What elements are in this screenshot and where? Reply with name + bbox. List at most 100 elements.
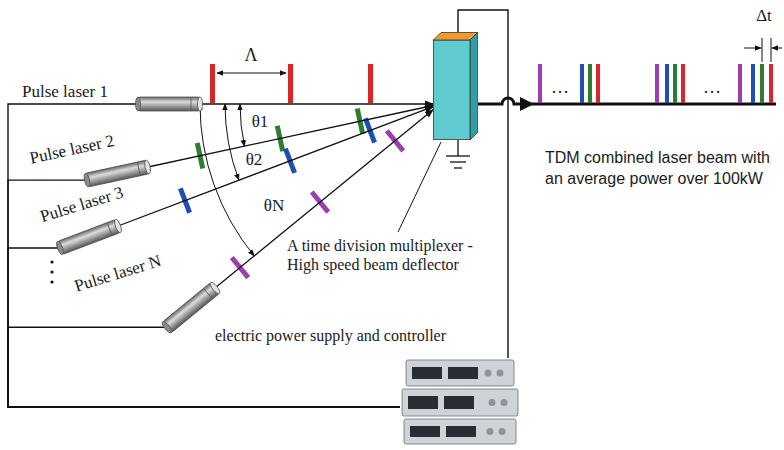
laser-aperture [198, 97, 203, 111]
laser-cylinder [157, 278, 225, 337]
delay-arrow [744, 48, 761, 49]
leader-line [398, 142, 441, 232]
laser-tube [163, 283, 220, 333]
laser-ring [138, 162, 141, 176]
laser-ring [191, 97, 192, 111]
pulse [760, 64, 764, 103]
supply-knob [497, 370, 504, 377]
callout-text: A time division multiplexer -High speed … [287, 236, 502, 274]
pulse [769, 64, 773, 103]
supply-knob [487, 428, 494, 435]
period-arrow [217, 72, 286, 73]
pulse [738, 64, 742, 103]
laser-aperture [209, 281, 222, 295]
delay-arrow [772, 48, 782, 49]
angle-arc [225, 104, 239, 180]
red-pulses [210, 64, 373, 103]
laser-end [55, 241, 65, 256]
ground-bar [450, 161, 466, 162]
laser-ring [107, 223, 112, 236]
pulse [751, 64, 755, 103]
block-side [470, 32, 478, 140]
laser-beam [118, 107, 433, 226]
supply-display [444, 396, 474, 409]
supply-unit [402, 389, 518, 416]
supply-knob [485, 370, 492, 377]
ground-bar [454, 167, 462, 168]
block-front [434, 40, 471, 140]
supply-knob [489, 399, 496, 406]
beam-deflector: A time division multiplexer -High speed … [433, 32, 478, 140]
dot [50, 270, 53, 273]
laser-label: Pulse laser 2 [28, 131, 116, 169]
angle-arcs [200, 104, 254, 256]
supply-unit [404, 419, 516, 444]
pulse [665, 64, 669, 103]
angle-symbol: θN [264, 196, 284, 216]
laser-beam [200, 103, 433, 104]
laser-cylinder [128, 94, 210, 114]
angle-arc [200, 104, 254, 256]
laser-body [136, 97, 203, 111]
power-supply: electric power supply and controller [400, 358, 520, 446]
dot [50, 280, 53, 283]
supply-display [448, 367, 478, 379]
laser-cylinder [50, 216, 128, 258]
pulse [673, 64, 677, 103]
supply-display [410, 426, 440, 437]
beam-arrowhead [520, 97, 534, 111]
angle-symbol: θ1 [252, 112, 269, 132]
laser-ring [204, 288, 213, 299]
pulse [588, 64, 592, 103]
pulse [368, 64, 373, 103]
pulse [655, 64, 659, 103]
laser-body [161, 281, 222, 334]
laser-label: Pulse laser 1 [22, 82, 108, 102]
delay-tick [771, 38, 772, 62]
angle-symbol: θ2 [246, 150, 263, 170]
ground-symbol [446, 140, 470, 168]
delay-marker [744, 38, 782, 62]
ground-bar [446, 155, 470, 156]
ground-wire [457, 140, 458, 156]
pulse [580, 64, 584, 103]
pulse-laser: Pulse laser 3 [50, 216, 128, 258]
ellipsis: … [551, 77, 569, 99]
pulse [681, 64, 685, 103]
dot [50, 260, 53, 263]
pulse [538, 64, 542, 103]
output-pulses [538, 64, 773, 103]
supply-knob [499, 428, 506, 435]
supply-display [408, 396, 438, 409]
power-wire [8, 180, 400, 407]
pulse [210, 64, 215, 103]
laser-aperture [144, 160, 152, 175]
laser-beam [148, 106, 433, 168]
laser-tube [138, 97, 200, 111]
deflector-block [433, 32, 478, 140]
delay-tick [762, 38, 763, 62]
laser-label: Pulse laser N [72, 251, 164, 297]
beam-note: TDM combined laser beam with an average … [545, 148, 770, 190]
ellipsis-dots [50, 260, 53, 283]
laser-end [136, 97, 141, 111]
supply-display [446, 426, 476, 437]
supply-label: electric power supply and controller [215, 326, 446, 345]
block-electrode [434, 33, 478, 41]
period-symbol: Λ [244, 45, 257, 67]
laser-body [55, 219, 123, 256]
pulse-laser: Pulse laser N [157, 278, 225, 337]
supply-unit [406, 360, 514, 386]
supply-units [400, 358, 520, 446]
pulse [288, 64, 293, 103]
delay-symbol: Δt [756, 6, 772, 26]
power-wire [8, 104, 400, 407]
supply-knob [501, 399, 508, 406]
laser-aperture [113, 219, 123, 234]
pulse-laser: Pulse laser 1 [128, 94, 210, 114]
supply-display [412, 367, 442, 379]
angle-arc [240, 104, 245, 146]
laser-end [161, 320, 174, 334]
pulse [596, 64, 600, 103]
